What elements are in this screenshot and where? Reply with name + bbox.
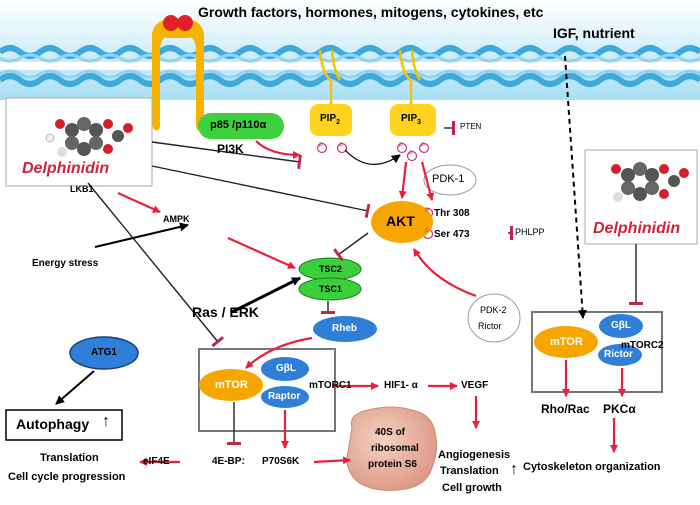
outcome-up-arrow: ↑ — [510, 461, 518, 478]
pi3k-pill — [198, 113, 284, 139]
igf-label: IGF, nutrient — [553, 25, 635, 41]
hif1-label: HIF1- α — [384, 380, 418, 391]
p-mark: P — [339, 143, 344, 149]
energy-stress-label: Energy stress — [32, 258, 99, 269]
atg1-shape — [69, 336, 139, 370]
pi3k-subunit: p85 /p110α — [210, 119, 267, 131]
mtorc1-label: mTORC1 — [309, 380, 352, 391]
pkca-label: PKCα — [603, 402, 636, 416]
atg1-label: ATG1 — [91, 347, 117, 358]
pdk1-label: PDK-1 — [432, 173, 465, 185]
p-mark: P — [425, 229, 430, 235]
black-arrows — [55, 55, 587, 405]
mtorc1-raptor: Raptor — [268, 391, 301, 402]
autophagy-box — [5, 409, 123, 441]
rho-rac-label: Rho/Rac — [541, 402, 590, 416]
receptor — [151, 15, 205, 131]
akt-label: AKT — [386, 213, 415, 229]
s6-line2: ribosomal — [371, 443, 419, 454]
pip2-label: PIP2 — [320, 113, 341, 126]
p-mark: P — [399, 143, 404, 149]
molecule-icon-left — [45, 117, 133, 157]
activation-arrows — [117, 140, 626, 466]
mtorc2-rictor: Rictor — [604, 349, 633, 360]
pdk1-shape — [423, 164, 477, 196]
akt-shape — [371, 201, 433, 243]
header-title: Growth factors, hormones, mitogens, cyto… — [198, 4, 544, 20]
pip3-label: PIP3 — [401, 113, 422, 126]
mtorc2-label: mTORC2 — [621, 340, 664, 351]
p-mark: P — [409, 151, 414, 157]
mtorc1-mtor: mTOR — [215, 379, 248, 391]
pip2-shape — [310, 49, 352, 136]
rheb-shape — [313, 316, 377, 342]
pdk2-line1: PDK-2 — [480, 305, 507, 315]
mtorc1-gbl: GβL — [276, 363, 296, 374]
cytoskeleton-label: Cytoskeleton organization — [523, 461, 661, 473]
ampk-label: AMPK — [163, 214, 190, 224]
tsc1-shape — [298, 277, 362, 301]
p-mark: P — [421, 143, 426, 149]
eif4e-label: eIF4E — [143, 456, 170, 467]
rheb-label: Rheb — [332, 323, 357, 334]
vegf-label: VEGF — [461, 380, 489, 391]
lkb1-label: LKB1 — [70, 184, 94, 194]
lipid-bilayer — [0, 45, 700, 87]
pdk2-line2: Rictor — [478, 321, 502, 331]
outcome-cell-growth: Cell growth — [442, 482, 502, 494]
akt-ser473: Ser 473 — [434, 229, 470, 240]
inhibition-lines — [87, 121, 643, 445]
ligand-left — [163, 15, 179, 31]
s6-line1: 40S of — [375, 427, 406, 438]
s6-line3: protein S6 — [368, 459, 417, 470]
ligand-right — [177, 15, 193, 31]
mtorc2-gbl: GβL — [611, 320, 631, 331]
phlpp-label: PHLPP — [515, 227, 545, 237]
tsc2-label: TSC2 — [319, 264, 343, 274]
tsc1-label: TSC1 — [319, 284, 343, 294]
p-mark: P — [425, 208, 430, 214]
pi3k-label: PI3K — [217, 142, 244, 156]
autophagy-up-arrow: ↑ — [102, 413, 110, 430]
ras-erk-label: Ras / ERK — [192, 304, 259, 320]
delphinidin-box-left — [5, 97, 153, 187]
4ebp-label: 4E-BP: — [212, 456, 245, 467]
translation-left-line2: Cell cycle progression — [8, 471, 126, 483]
molecule-icon-right — [611, 162, 689, 202]
mtorc2-mtor: mTOR — [550, 336, 583, 348]
p70s6k-label: P70S6K — [262, 456, 300, 467]
pip3-shape — [390, 49, 436, 136]
pten-label: PTEN — [460, 122, 482, 131]
translation-left-line1: Translation — [40, 452, 99, 464]
outcome-translation: Translation — [440, 465, 499, 477]
delphinidin-label-left: Delphinidin — [22, 160, 110, 177]
outcome-angiogenesis: Angiogenesis — [438, 449, 511, 461]
p-mark: P — [319, 143, 324, 149]
delphinidin-label-right: Delphinidin — [593, 220, 681, 237]
akt-thr308: Thr 308 — [434, 208, 470, 219]
autophagy-label: Autophagy — [16, 416, 90, 432]
pdk2-shape — [467, 293, 521, 343]
